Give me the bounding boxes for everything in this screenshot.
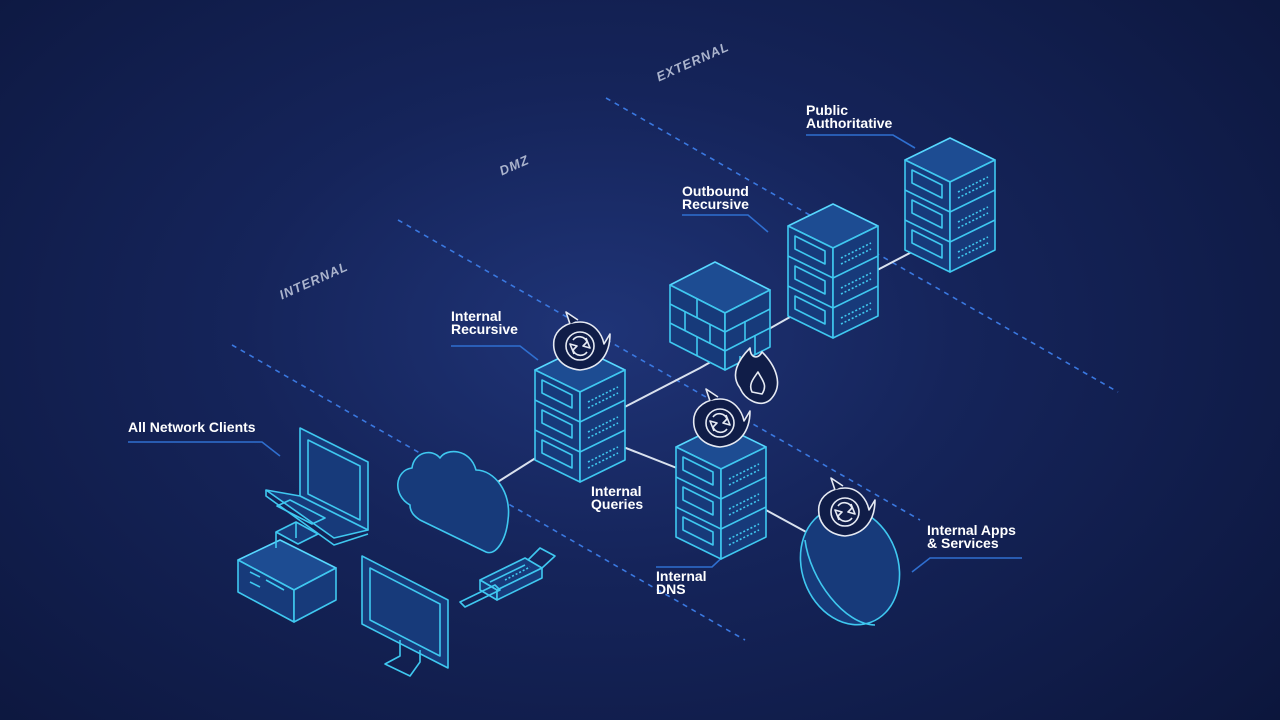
internal-boundary-line [231,344,746,641]
internal-apps-label: Internal Apps & Services [927,522,1016,551]
card-reader-icon [459,547,556,608]
outbound-recursive-server-icon [787,203,879,339]
public-authoritative-label: Public Authoritative [806,102,893,131]
internal-queries-label: Internal Queries [591,483,644,512]
internal-dns-label: Internal DNS [656,568,707,597]
database-icon [799,506,901,626]
monitor-icon [361,555,449,677]
all-network-clients-label: All Network Clients [128,419,256,435]
firewall-icon [669,261,779,404]
public-authoritative-server-icon [904,137,996,273]
printer-icon [237,521,337,623]
dmz-boundary-line [397,219,921,521]
leader-outbound-recursive [682,214,769,233]
external-boundary-line [605,97,1119,393]
outbound-recursive-label: Outbound Recursive [682,183,749,212]
internal-recursive-label: Internal Recursive [451,308,518,337]
leader-all-network-clients [128,441,281,457]
leader-internal-apps [911,557,1022,573]
cloud-icon [397,450,510,554]
leader-internal-recursive [451,345,539,361]
laptop-icon [265,427,369,546]
leader-public-authoritative [806,134,916,149]
